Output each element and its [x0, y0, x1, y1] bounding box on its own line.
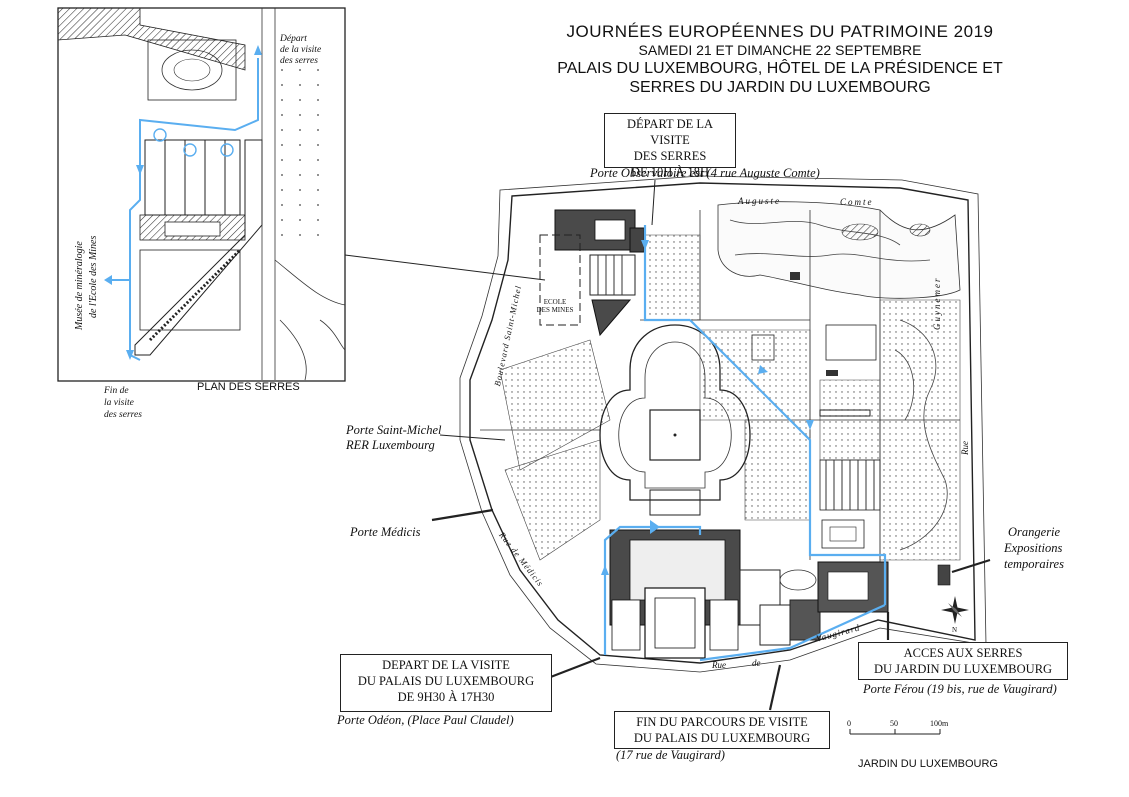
- label-porte-medicis: Porte Médicis: [350, 525, 421, 539]
- inset-fin-2: la visite: [104, 398, 134, 408]
- parterre-southwest: [504, 439, 601, 561]
- label-palais-3: LUXEMBOURG: [650, 564, 700, 572]
- box-depart-serres-line3: DE 10H À 18H: [630, 165, 710, 179]
- header-venue-2: SERRES DU JARDIN DU LUXEMBOURG: [629, 79, 931, 96]
- label-porte-saint-michel: Porte Saint-Michel: [346, 423, 442, 437]
- label-porte-observatoire: Porte Observatoire est (4 rue Auguste Co…: [590, 166, 820, 180]
- callout-orangerie: [951, 558, 991, 574]
- callout-inset: [344, 254, 546, 281]
- inset-fin-3: des serres: [104, 410, 142, 420]
- inset-plan-des-serres: [57, 7, 346, 382]
- building-se-2: [759, 604, 791, 646]
- pavillon-east: [937, 564, 951, 586]
- label-vaugirard-17: (17 rue de Vaugirard): [616, 748, 725, 762]
- street-auguste: Auguste: [738, 196, 781, 206]
- street-edge-outer: [459, 175, 987, 673]
- label-palais-1: PALAIS: [663, 548, 687, 556]
- header-venue-1: PALAIS DU LUXEMBOURG, HÔTEL DE LA PRÉSID…: [557, 60, 1003, 77]
- street-guynemer: Guynemer: [932, 276, 942, 331]
- label-palais-2: DU: [669, 556, 681, 564]
- label-rer: RER Luxembourg: [346, 438, 435, 452]
- building-se-3: [789, 599, 821, 641]
- english-garden: [717, 201, 961, 299]
- serre-east: [821, 519, 865, 549]
- compass-rose: [941, 596, 969, 624]
- label-porte-ferou: Porte Férou (19 bis, rue de Vaugirard): [863, 682, 1057, 696]
- scale-label-50: 50: [890, 719, 898, 728]
- label-ecole: ECOLE: [543, 298, 567, 306]
- box-depart-palais-line2: DU PALAIS DU LUXEMBOURG: [357, 674, 535, 688]
- striped-lawns: [751, 324, 881, 511]
- box-depart-palais: DEPART DE LA VISITE DU PALAIS DU LUXEMBO…: [340, 654, 552, 712]
- box-fin-parcours: FIN DU PARCOURS DE VISITE DU PALAIS DU L…: [614, 711, 830, 749]
- fountain-se: [779, 569, 817, 591]
- street-vaugirard-rue: Rue: [712, 660, 726, 670]
- palais-du-luxembourg: [609, 529, 741, 659]
- box-depart-serres-line2: DES SERRES: [633, 149, 707, 163]
- box-acces-serres-line2: DU JARDIN DU LUXEMBOURG: [873, 662, 1053, 676]
- label-expositions: Expositions: [1004, 541, 1063, 555]
- label-des-mines: DES MINES: [536, 306, 574, 314]
- scale-bar: [849, 729, 941, 735]
- callout-medicis: [431, 508, 494, 522]
- callout-observatoire: [651, 179, 656, 226]
- inset-title: PLAN DES SERRES: [197, 381, 300, 393]
- parterre-west: [499, 339, 611, 471]
- label-orangerie: Orangerie: [1008, 525, 1061, 539]
- label-porte-odeon: Porte Odéon, (Place Paul Claudel): [337, 713, 514, 727]
- callout-odeon: [547, 656, 601, 680]
- street-comte: Comte: [840, 197, 874, 207]
- box-acces-serres: ACCES AUX SERRES DU JARDIN DU LUXEMBOURG: [858, 642, 1068, 680]
- inset-musee-2: de l'Ecole des Mines: [88, 235, 99, 318]
- box-fin-parcours-line2: DU PALAIS DU LUXEMBOURG: [633, 731, 811, 745]
- inset-depart-3: des serres: [280, 56, 318, 66]
- header-title: JOURNÉES EUROPÉENNES DU PATRIMOINE 2019: [566, 22, 994, 41]
- inset-fin-1: Fin de: [104, 386, 129, 396]
- central-basin: [599, 324, 751, 516]
- street-vaugirard-de: de: [752, 658, 761, 668]
- box-depart-palais-line1: DEPART DE LA VISITE: [382, 658, 510, 672]
- label-jardin-du-luxembourg: JARDIN DU LUXEMBOURG: [858, 758, 998, 770]
- compass-north: N: [952, 626, 958, 634]
- box-fin-parcours-line1: FIN DU PARCOURS DE VISITE: [636, 715, 808, 729]
- parterre-northeast: [879, 299, 961, 561]
- street-rue-east: Rue: [960, 441, 970, 455]
- inset-musee-1: Musée de minéralogie: [74, 241, 85, 330]
- box-depart-serres: DÉPART DE LA VISITE DES SERRES DE 10H À …: [604, 113, 736, 179]
- scale-label-0: 0: [847, 719, 851, 728]
- visit-route-main: [603, 225, 887, 662]
- scale-label-100: 100m: [930, 719, 949, 728]
- parterre-north: [644, 234, 701, 321]
- callout-saint-michel: [439, 434, 506, 441]
- inset-depart-1: Départ: [280, 34, 307, 44]
- callout-vaugirard: [768, 664, 782, 711]
- box-depart-palais-line3: DE 9H30 À 17H30: [397, 690, 495, 704]
- box-acces-serres-line1: ACCES AUX SERRES: [903, 646, 1023, 660]
- header-dates: SAMEDI 21 ET DIMANCHE 22 SEPTEMBRE: [638, 42, 922, 58]
- garden-boundary: [469, 182, 976, 664]
- label-temporaires: temporaires: [1004, 557, 1064, 571]
- ecole-des-mines-area: [539, 209, 636, 337]
- box-depart-serres-line1: DÉPART DE LA VISITE: [626, 117, 714, 147]
- inset-depart-2: de la visite: [280, 45, 322, 55]
